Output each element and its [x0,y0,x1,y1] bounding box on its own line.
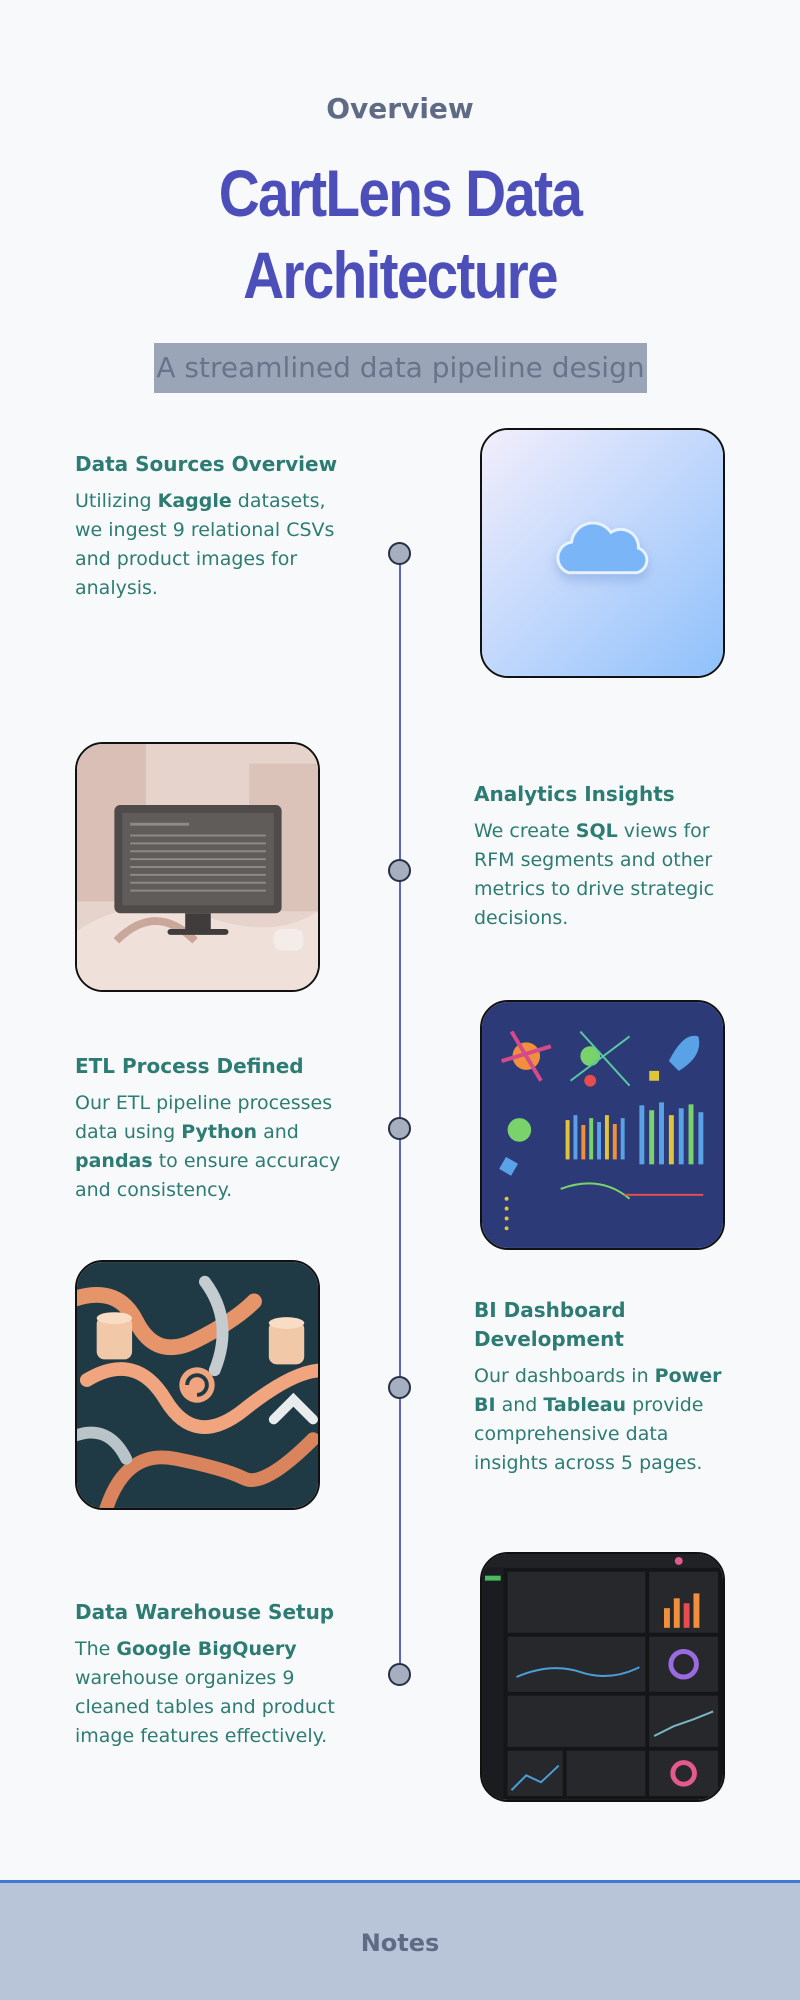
timeline-text-data-sources: Data Sources Overview Utilizing Kaggle d… [75,450,345,603]
card-cloud-image [480,428,725,678]
item-heading: ETL Process Defined [75,1054,304,1078]
item-body: We create SQL views for RFM segments and… [474,820,715,929]
timeline-text-bi-dashboard: BI Dashboard Development Our dashboards … [474,1296,744,1478]
timeline-text-etl: ETL Process Defined Our ETL pipeline pro… [75,1052,345,1205]
timeline-line [399,554,401,1676]
item-heading: BI Dashboard Development [474,1298,626,1351]
timeline-dot-1 [388,542,411,565]
dark-dashboard-screenshot [482,1554,723,1800]
cloud-icon [482,430,723,676]
timeline-dot-4 [388,1376,411,1399]
timeline-dot-5 [388,1663,411,1686]
notes-footer: Notes [0,1880,800,2000]
title-line-2: Architecture [243,238,558,312]
timeline-text-warehouse: Data Warehouse Setup The Google BigQuery… [75,1598,345,1751]
card-pipeline-image [75,1260,320,1510]
item-heading: Data Warehouse Setup [75,1600,335,1624]
card-dashboard-image [480,1552,725,1802]
pipeline-illustration [77,1262,318,1508]
page-title: CartLens Data Architecture [142,152,658,316]
timeline-dot-3 [388,1117,411,1140]
item-body: Our dashboards in Power BI and Tableau p… [474,1365,722,1474]
item-heading: Analytics Insights [474,782,675,806]
eyebrow-label: Overview [326,92,474,125]
timeline-dot-2 [388,859,411,882]
timeline-text-analytics: Analytics Insights We create SQL views f… [474,780,744,933]
card-charts-image [480,1000,725,1250]
title-line-1: CartLens Data [218,156,583,230]
monitor-table-illustration [77,744,318,990]
charts-illustration [482,1002,723,1248]
item-body: Utilizing Kaggle datasets, we ingest 9 r… [75,490,335,599]
item-body: Our ETL pipeline processes data using Py… [75,1092,341,1201]
card-monitor-image [75,742,320,992]
notes-label: Notes [360,1929,440,1957]
item-heading: Data Sources Overview [75,452,338,476]
item-body: The Google BigQuery warehouse organizes … [75,1638,335,1747]
subtitle-banner: A streamlined data pipeline design [154,343,647,393]
